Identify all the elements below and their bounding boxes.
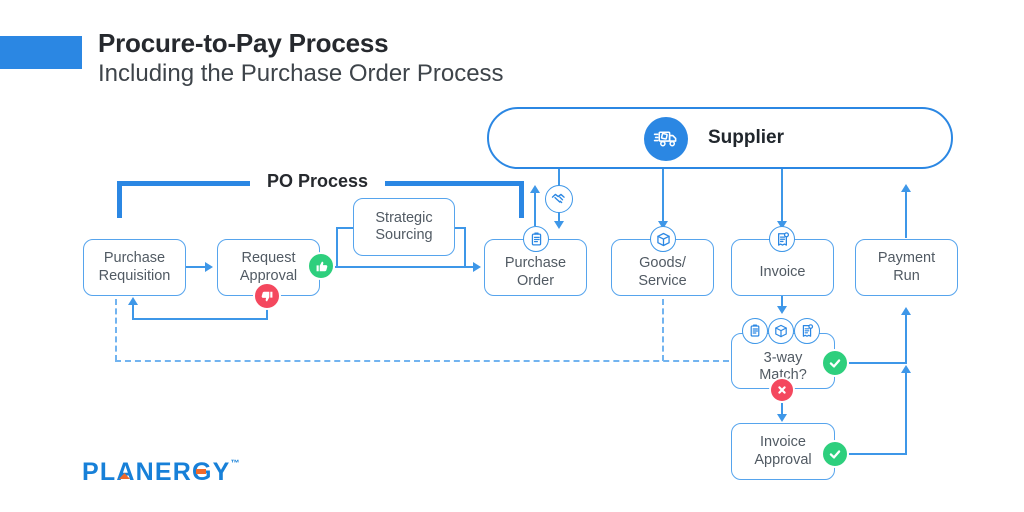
dashed-to-match-across: [115, 360, 729, 362]
arrowhead-up-icon: [128, 297, 138, 305]
arrowhead-down-icon: [777, 221, 787, 229]
po-bracket-right-leg: [519, 181, 524, 218]
connector-approval-success-across: [849, 453, 907, 455]
match-check-icon: [821, 349, 849, 377]
match-x-icon: [769, 377, 795, 403]
connector-approval-success-up: [905, 372, 907, 453]
connector-po-to-supplier: [534, 192, 536, 226]
po-process-label: PO Process: [266, 171, 369, 191]
arrowhead-up-icon: [901, 307, 911, 315]
match-purchase-order-document-icon: [742, 318, 768, 344]
node-strategic-sourcing: Strategic Sourcing: [353, 198, 455, 256]
reject-loop-up: [132, 304, 134, 320]
page-subtitle: Including the Purchase Order Process: [98, 60, 504, 87]
dashed-requisition-to-match-down: [115, 299, 117, 361]
trademark-symbol: ™: [230, 458, 240, 468]
supplier-label: Supplier: [708, 127, 785, 148]
reject-loop-down: [266, 308, 268, 320]
invoice-icon: [769, 226, 795, 252]
connector-match-success-up: [905, 314, 907, 362]
arrowhead-up-icon: [530, 185, 540, 193]
connector-supplier-to-goods: [662, 169, 664, 222]
connector-match-fail-down: [781, 403, 783, 416]
node-purchase-requisition: Purchase Requisition: [83, 239, 186, 296]
arrowhead-up-icon: [901, 184, 911, 192]
thumbs-down-icon: [253, 282, 281, 310]
arrowhead-up-icon: [901, 365, 911, 373]
match-package-icon: [768, 318, 794, 344]
handshake-icon: [545, 185, 573, 213]
title-accent-bar: [0, 36, 82, 69]
delivery-truck-icon: [644, 117, 688, 161]
thumbs-up-icon: [307, 252, 335, 280]
po-bracket-top-left: [117, 181, 250, 186]
package-icon: [650, 226, 676, 252]
connector-payment-to-supplier: [905, 191, 907, 238]
reject-loop-across: [132, 318, 268, 320]
connector-invoice-to-match: [781, 296, 783, 307]
arrowhead-right-icon: [205, 262, 213, 272]
arrowhead-right-icon: [473, 262, 481, 272]
logo-orange-accent-a: [119, 473, 130, 479]
approval-check-icon: [821, 440, 849, 468]
match-invoice-icon: [794, 318, 820, 344]
sourcing-detour-right: [464, 227, 466, 267]
connector-approval-to-po: [335, 266, 474, 268]
po-bracket-left-leg: [117, 181, 122, 218]
planergy-logo: PLANERGY™: [82, 458, 240, 486]
sourcing-detour-left: [336, 227, 338, 267]
po-bracket-top-right: [385, 181, 524, 186]
connector-supplier-to-invoice: [781, 169, 783, 222]
logo-orange-accent-g: [196, 469, 206, 474]
arrowhead-down-icon: [777, 306, 787, 314]
arrowhead-down-icon: [554, 221, 564, 229]
connector-requisition-to-approval: [186, 266, 206, 268]
page-title: Procure-to-Pay Process: [98, 28, 389, 58]
dashed-goods-to-match-down: [662, 299, 664, 361]
purchase-order-document-icon: [523, 226, 549, 252]
arrowhead-down-icon: [658, 221, 668, 229]
connector-match-success-across: [849, 362, 907, 364]
supplier-node: Supplier: [487, 107, 953, 169]
node-invoice-approval: Invoice Approval: [731, 423, 835, 480]
node-payment-run: Payment Run: [855, 239, 958, 296]
arrowhead-down-icon: [777, 414, 787, 422]
